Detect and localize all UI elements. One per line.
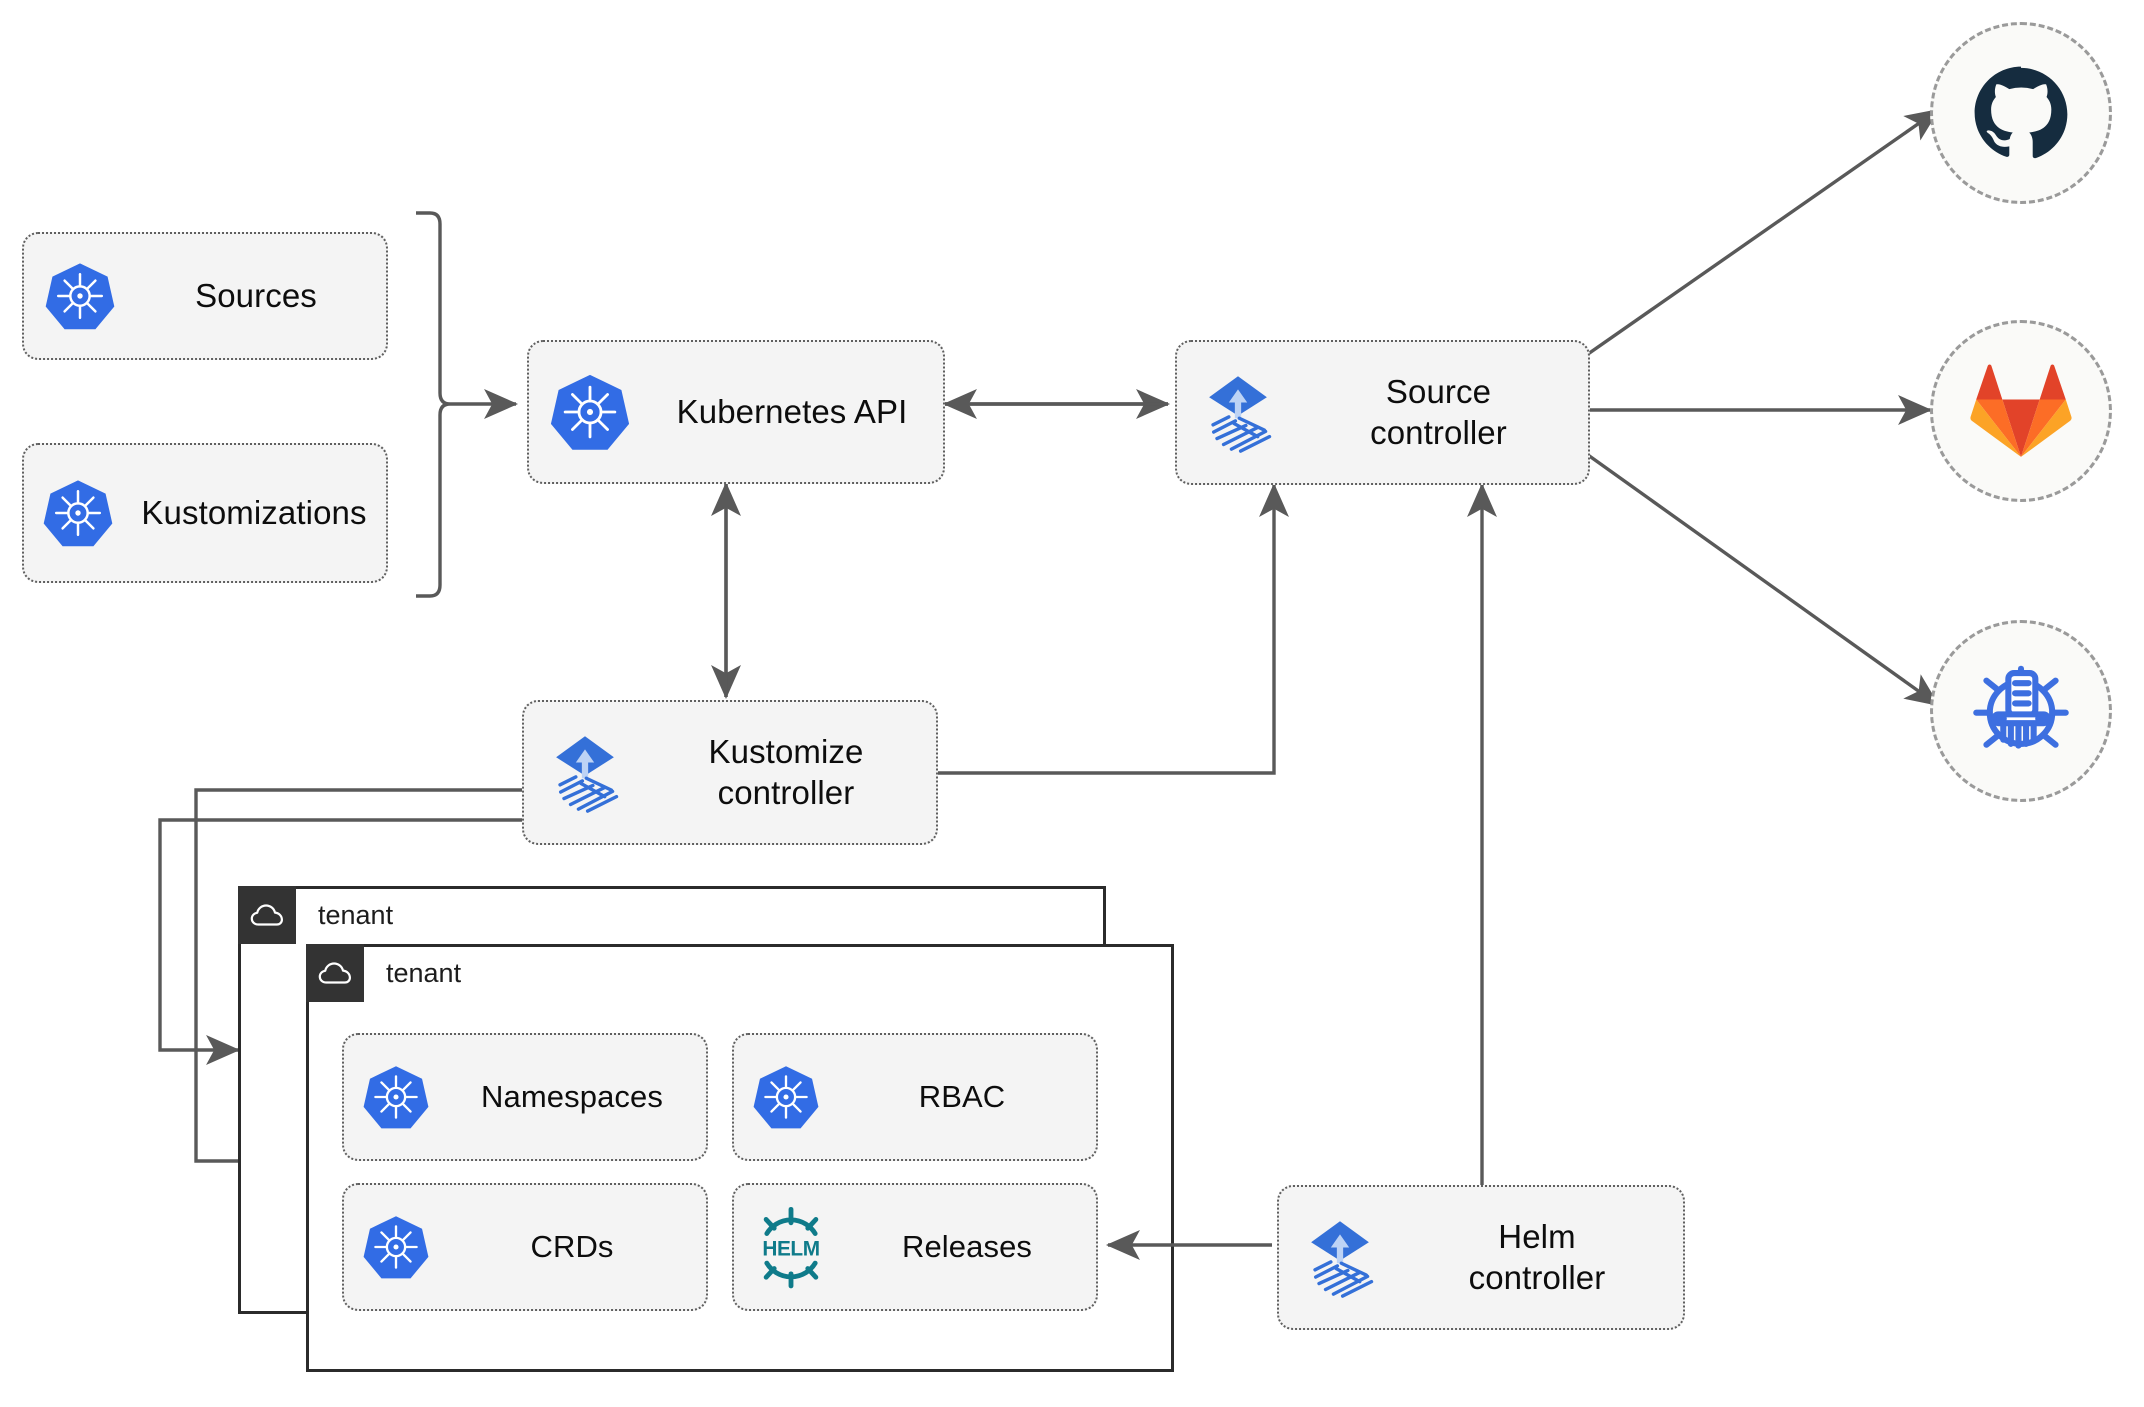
- endpoint-gitlab[interactable]: [1930, 320, 2112, 502]
- tenant-tab-front: tenant: [306, 944, 461, 1002]
- node-label-kustomizations: Kustomizations: [141, 493, 367, 531]
- node-rbac[interactable]: RBAC: [732, 1033, 1098, 1161]
- kubernetes-icon: [24, 260, 136, 332]
- node-label-helm-controller: Helm controller: [1468, 1218, 1606, 1296]
- tenant-label-back: tenant: [318, 899, 394, 930]
- node-label-rbac: RBAC: [918, 1079, 1006, 1115]
- node-helm-controller[interactable]: Helm controller: [1277, 1185, 1685, 1330]
- tenant-tab-back: tenant: [238, 886, 393, 944]
- svg-text:HELM: HELM: [762, 1238, 819, 1261]
- kubernetes-icon: [344, 1213, 448, 1281]
- kubernetes-icon: [734, 1063, 838, 1131]
- kubernetes-icon: [529, 371, 651, 453]
- node-label-source-controller: Source controller: [1370, 373, 1507, 451]
- node-source-controller[interactable]: Source controller: [1175, 340, 1590, 485]
- node-kubernetes-api[interactable]: Kubernetes API: [527, 340, 945, 484]
- gitlab-icon: [1970, 364, 2072, 457]
- kubernetes-icon: [24, 477, 132, 549]
- node-kustomize-controller[interactable]: Kustomize controller: [522, 700, 938, 845]
- node-sources[interactable]: Sources: [22, 232, 388, 360]
- github-icon: [1974, 66, 2068, 159]
- kubernetes-icon: [344, 1063, 448, 1131]
- flux-icon: [1279, 1216, 1401, 1300]
- node-namespaces[interactable]: Namespaces: [342, 1033, 708, 1161]
- cloud-icon: [306, 944, 364, 1002]
- helm-icon: HELM: [734, 1204, 848, 1290]
- flux-icon: [524, 731, 646, 815]
- node-label-kustomize-controller: Kustomize controller: [708, 733, 864, 811]
- endpoint-helm-repo[interactable]: [1930, 620, 2112, 802]
- node-label-crds: CRDs: [530, 1229, 614, 1265]
- endpoint-github[interactable]: [1930, 22, 2112, 204]
- node-label-sources: Sources: [195, 276, 317, 314]
- flux-icon: [1177, 371, 1299, 455]
- node-releases[interactable]: HELM Releases: [732, 1183, 1098, 1311]
- cloud-icon: [238, 886, 296, 944]
- node-label-kubernetes-api: Kubernetes API: [676, 392, 908, 430]
- tenant-label-front: tenant: [386, 957, 462, 988]
- node-label-namespaces: Namespaces: [481, 1079, 663, 1115]
- node-label-releases: Releases: [901, 1229, 1033, 1265]
- node-kustomizations[interactable]: Kustomizations: [22, 443, 388, 583]
- helm-chart-repo-icon: [1973, 665, 2069, 749]
- node-crds[interactable]: CRDs: [342, 1183, 708, 1311]
